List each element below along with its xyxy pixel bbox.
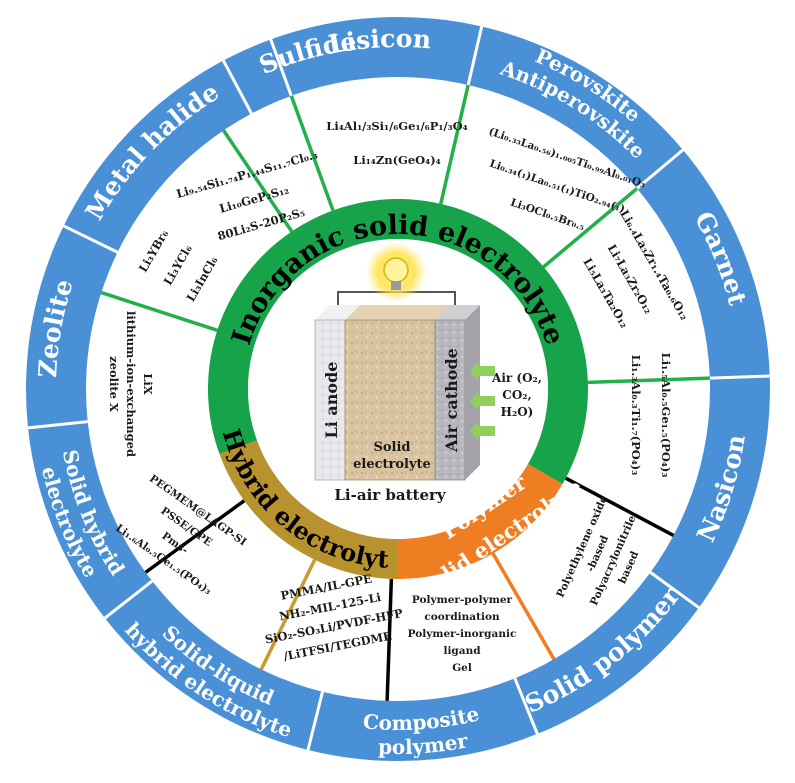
arrow-icon (470, 391, 495, 411)
separator-line (636, 148, 684, 190)
lightbulb-icon (383, 257, 409, 283)
divider-line (100, 290, 218, 332)
material-item: Li₁.₅Al₀.₅Ge₁.₅(PO₄)₃ (659, 353, 673, 478)
material-item: lithium-ion-exchanged (124, 311, 138, 457)
divider-line (564, 476, 675, 538)
divider-line (542, 187, 639, 269)
separator-line (27, 420, 88, 430)
divider-line (439, 84, 470, 205)
electrolyte-block (344, 319, 436, 481)
air-label-2: CO₂, (502, 388, 531, 402)
nasicon-materials: Li₁.₅Al₀.₅Ge₁.₅(PO₄)₃ Li₁.₃Al₀.₃Ti₁.₇(PO₄… (629, 353, 673, 478)
divider-line (385, 578, 394, 701)
separator-line (62, 224, 119, 254)
electrolyte-label-2: electrolyte (353, 457, 431, 472)
air-label-3: H₂O) (501, 405, 534, 419)
divider-line (222, 129, 294, 233)
material-item: ligand (443, 645, 481, 657)
material-item: Gel (452, 662, 472, 674)
composite-materials: Polymer-polymer coordinationPolymer-inorg… (408, 594, 517, 674)
battery-caption: Li-air battery (334, 486, 447, 504)
material-item: Li₄Al₁/₃Si₁/₆Ge₁/₆P₁/₃O₄ (326, 119, 467, 133)
material-item: Li₁₄Zn(GeO₄)₄ (353, 153, 440, 167)
divider-line (491, 552, 556, 661)
divider-line (144, 499, 246, 574)
material-item: Li₁.₃Al₀.₃Ti₁.₇(PO₄)₃ (629, 355, 643, 476)
lisicon-materials: Li₄Al₁/₃Si₁/₆Ge₁/₆P₁/₃O₄ Li₁₄Zn(GeO₄)₄ (326, 119, 467, 167)
polymer-ring (398, 464, 563, 579)
cathode-block (434, 319, 466, 481)
arrow-icon (470, 421, 495, 441)
separator-line (513, 677, 539, 735)
material-item: Polymer-inorganic (408, 628, 517, 640)
cathode-label: Air cathode (442, 348, 461, 453)
separator-line (649, 571, 700, 609)
separator-line (306, 691, 324, 751)
anode-label: Li anode (322, 362, 341, 439)
divider-line (587, 376, 710, 385)
material-item: zeolite X (107, 356, 121, 412)
air-label-1: Air (O₂, (491, 371, 542, 385)
outer-ring-separators (27, 26, 770, 751)
bulb-base (391, 281, 401, 290)
air-arrows (470, 361, 495, 441)
separator-line (222, 59, 253, 115)
inorganic-ring (208, 199, 589, 485)
material-item: LiX (141, 373, 155, 394)
material-item: coordination (424, 611, 500, 623)
material-dividers (100, 84, 710, 701)
separator-line (269, 38, 293, 97)
electrolyte-label-1: Solid (373, 440, 410, 455)
separator-line (466, 26, 484, 86)
arrow-icon (470, 361, 495, 381)
separator-line (709, 374, 770, 380)
li-air-battery: Li anode Air cathode Solid electrolyte L… (314, 242, 542, 504)
electrolyte-top (345, 305, 450, 320)
divider-line (259, 559, 317, 671)
hybrid-ring (219, 440, 398, 579)
separator-line (103, 579, 154, 620)
material-item: Polymer-polymer (412, 594, 513, 606)
divider-line (289, 95, 335, 212)
